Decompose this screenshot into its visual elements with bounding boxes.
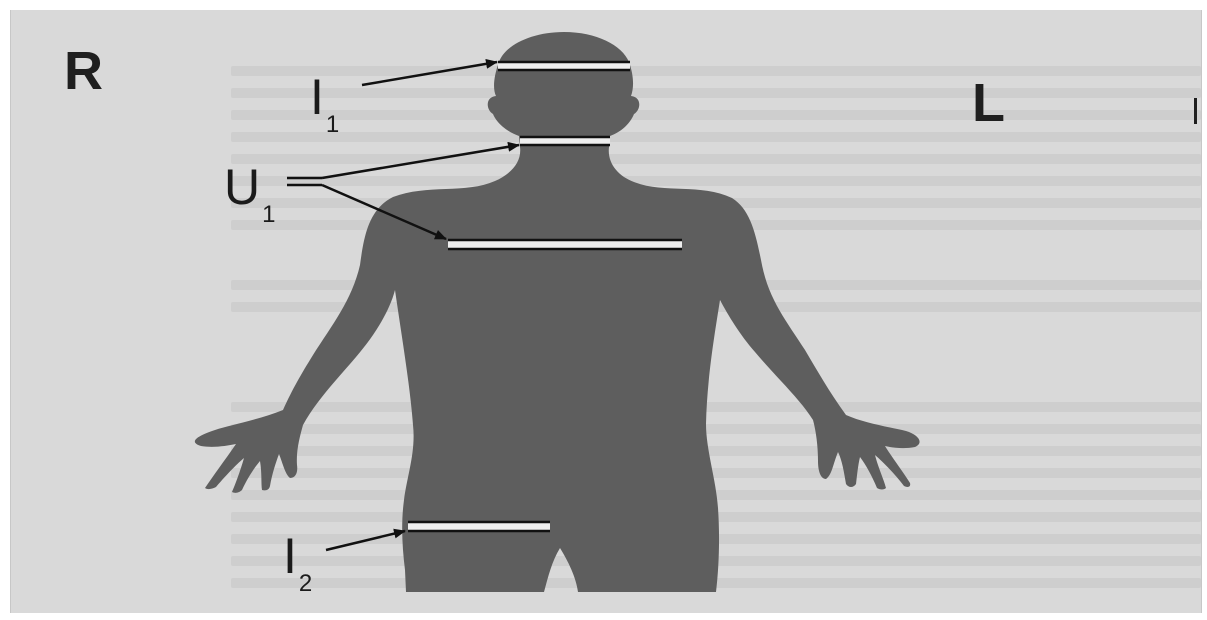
label-i2: I2 [283,531,312,581]
left-side-label: L [972,76,1005,130]
right-side-label: R [64,44,103,98]
label-u1: U1 [224,162,275,212]
electrode-neck [520,137,610,145]
label-i1-subscript: 1 [326,111,339,138]
arrow-i2 [326,531,405,550]
human-silhouette [195,32,920,592]
label-u1-main: U [224,159,260,215]
label-i2-main: I [283,528,297,584]
electrode-head [498,62,630,70]
label-i1-main: I [310,69,324,125]
label-i2-subscript: 2 [299,570,312,597]
arrow-u1-neck [322,145,519,178]
label-i1: I1 [310,72,339,122]
arrow-i1 [362,62,497,85]
electrode-thigh [408,522,550,531]
u1-connector-double-line [287,178,322,185]
label-u1-subscript: 1 [262,201,275,228]
electrode-chest [448,240,682,249]
